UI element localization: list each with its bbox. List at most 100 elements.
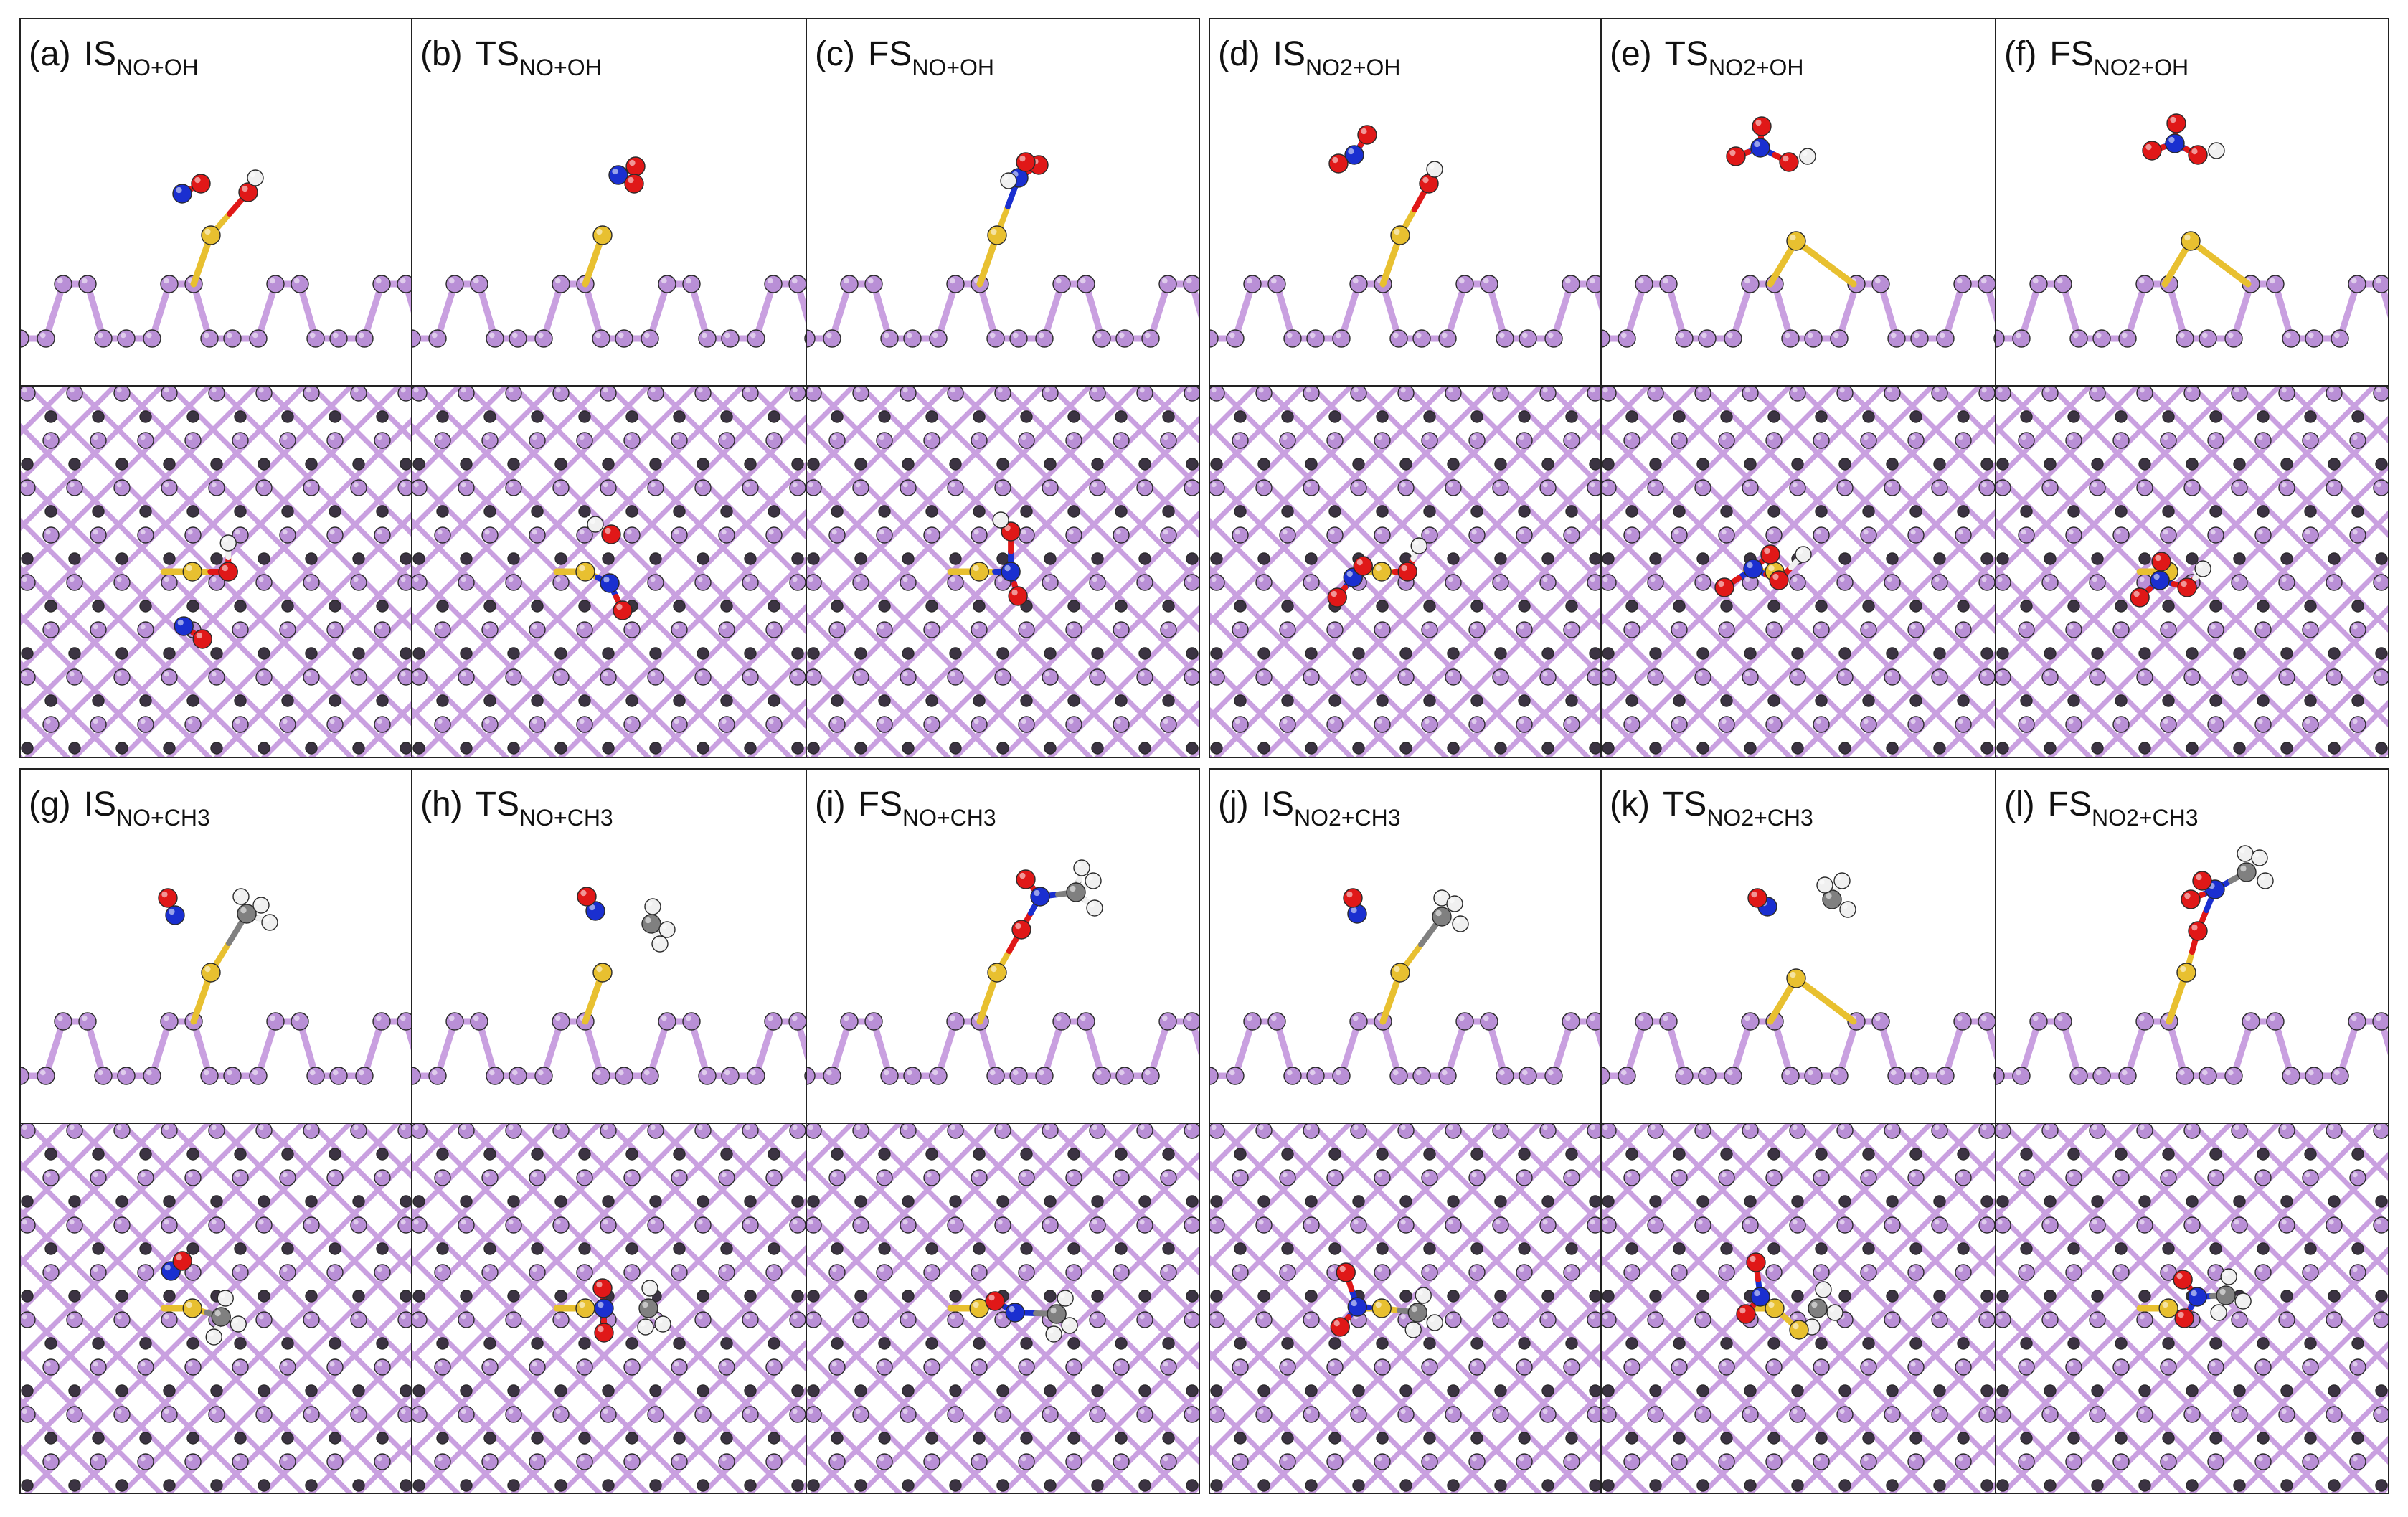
lower-layer-atom [579,1432,590,1444]
lattice-atom [458,1407,474,1422]
lower-layer-atom [164,1385,175,1397]
lower-layer-atom [1542,1290,1554,1302]
lower-layer-atom [93,695,104,706]
lattice-atom [624,1265,640,1280]
lattice-atom [2303,622,2318,638]
lattice-atom [1161,1501,1177,1513]
lattice-atom [948,1312,963,1328]
lattice-atom [1161,1359,1176,1375]
lattice-atom [458,575,474,590]
sulfur-atom [1787,232,1805,250]
lattice-atom [671,433,687,448]
lower-layer-atom [1997,742,2008,754]
lattice-atom [232,1170,248,1186]
lower-layer-atom [2068,506,2079,517]
substrate-atom [1284,330,1301,347]
lower-layer-atom [1590,553,1601,564]
lattice-atom [1600,1123,1616,1138]
lattice-atom [553,575,569,590]
substrate-atom [429,1067,446,1084]
lattice-atom [529,717,545,732]
lattice-atom [1955,1359,1971,1375]
lower-layer-atom [1934,1480,1945,1491]
lattice-atom [1979,1312,1995,1328]
lattice-atom [445,1501,461,1513]
lower-layer-atom [2210,506,2222,517]
lattice-atom [2374,385,2389,401]
substrate-atom [1724,1067,1742,1084]
lattice-atom [1955,1170,1971,1186]
lattice-atom [2397,811,2408,827]
lower-layer-atom [1590,1290,1601,1302]
lattice-atom [2350,1359,2366,1375]
lattice-atom [2326,1407,2342,1422]
lattice-atom [1398,1123,1414,1138]
lower-layer-atom [1163,411,1174,422]
lattice-atom [806,1123,821,1138]
lower-layer-atom [1910,600,1922,612]
lower-layer-atom [1887,1480,1898,1491]
substrate-atom [356,330,373,347]
lattice-atom [2232,1501,2247,1513]
lower-layer-atom [164,553,175,564]
lattice-atom [1837,385,1853,401]
lattice-atom [2137,1312,2153,1328]
substrate-atom [79,275,96,293]
lower-layer-atom [1211,648,1222,659]
lower-layer-atom [2281,458,2293,470]
lower-layer-atom [1495,1196,1506,1207]
substrate-atom [1618,1067,1635,1084]
lower-layer-atom [258,1290,270,1302]
lattice-atom [971,433,987,448]
lattice-atom [1932,480,1947,496]
lattice-atom [1600,575,1616,590]
substrate-atom [1954,1013,1971,1030]
carbon-atom [1067,883,1085,902]
substrate-atom [201,330,218,347]
lower-layer-atom [926,695,938,706]
lattice-atom [209,385,225,401]
lower-layer-atom [413,1290,425,1302]
lattice-atom [695,480,711,496]
lower-layer-atom [282,1338,293,1349]
lattice-atom [553,1123,569,1138]
lattice-atom [280,433,296,448]
hydrogen-atom [993,512,1009,528]
lower-layer-atom [1721,1243,1732,1254]
lattice-atom [624,1454,640,1470]
lattice-atom [256,1312,272,1328]
lattice-atom [209,669,225,685]
oxygen-atom [1016,153,1035,171]
lower-layer-atom [2234,648,2245,659]
sulfur-atom [576,1299,595,1318]
lattice-atom [2090,1217,2105,1233]
lattice-atom [1932,1501,1947,1513]
lattice-atom [1161,1170,1176,1186]
lattice-atom [1066,1359,1082,1375]
lattice-atom [829,1359,845,1375]
lattice-atom [506,1407,521,1422]
lattice-atom [67,1501,82,1513]
lower-layer-atom [1768,695,1780,706]
lattice-atom [435,527,450,543]
lattice-atom [1232,1359,1248,1375]
lattice-atom [2350,717,2366,732]
lattice-atom [924,1454,940,1470]
lower-layer-atom [400,1385,412,1397]
lower-layer-atom [1471,600,1483,612]
lattice-atom [1066,622,1082,638]
substrate-atom [356,1067,373,1084]
lower-layer-atom [2399,506,2408,517]
lower-layer-atom [164,1290,175,1302]
lattice-atom [1042,575,1058,590]
lower-layer-atom [1448,648,1459,659]
substrate-atom [509,330,527,347]
lower-layer-atom [1400,458,1412,470]
lattice-atom [829,527,845,543]
lattice-atom [1600,1407,1616,1422]
lattice-atom [742,1123,758,1138]
lower-layer-atom [674,411,685,422]
lattice-atom [719,1265,735,1280]
lattice-atom [351,385,367,401]
lattice-atom [1790,575,1805,590]
